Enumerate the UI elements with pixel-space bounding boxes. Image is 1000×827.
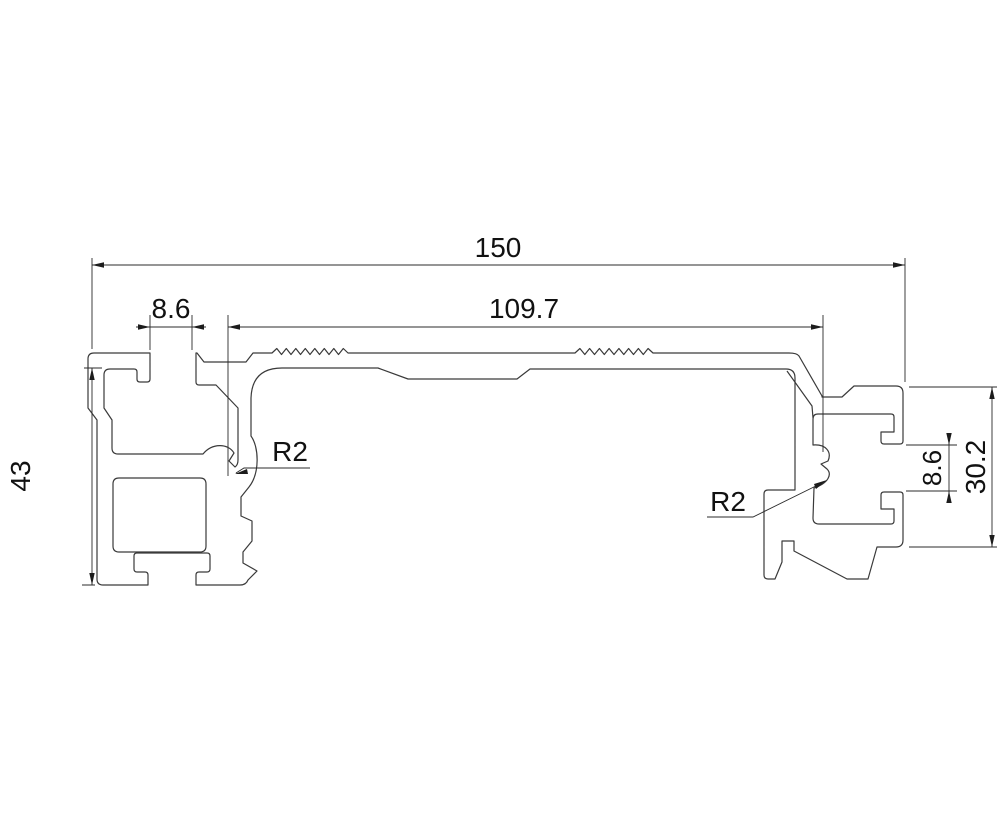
extension-lines — [227, 315, 824, 476]
radius-label-left: R2 — [272, 436, 308, 467]
extension-lines — [909, 386, 997, 548]
dim-label-right-height: 30.2 — [960, 440, 991, 495]
extension-lines — [91, 258, 906, 382]
profile-geometry — [87, 347, 904, 586]
dim-label-top-slot: 8.6 — [152, 293, 191, 324]
dim-label-right-slot: 8.6 — [917, 450, 947, 486]
arrowhead-right — [893, 262, 905, 268]
arrowhead-bottom — [89, 573, 95, 585]
arrowhead-right — [811, 324, 823, 330]
arrowhead-top — [89, 368, 95, 380]
arrowhead-bottom — [989, 535, 995, 547]
radius-label-right: R2 — [710, 486, 746, 517]
arrowhead-left — [228, 324, 240, 330]
dim-right-height: 30.2 — [909, 386, 997, 548]
dim-boss-spacing: 109.7 — [227, 293, 824, 476]
extrusion-outline — [87, 347, 904, 586]
arrowhead-left — [138, 324, 150, 330]
leader-line — [707, 480, 827, 518]
callout-radius-left: R2 — [235, 436, 310, 474]
extension-lines — [82, 367, 102, 586]
arrowhead-bottom — [946, 491, 952, 503]
left-lower-chamber-cavity — [112, 477, 207, 553]
callout-radius-right: R2 — [707, 480, 827, 518]
dim-label-left-height: 43 — [5, 460, 36, 491]
dim-overall-width: 150 — [91, 232, 906, 382]
arrowhead-left — [92, 262, 104, 268]
dim-label-boss-spacing: 109.7 — [489, 293, 559, 324]
dim-top-slot: 8.6 — [136, 293, 206, 350]
dim-label-overall-width: 150 — [475, 232, 522, 263]
arrowhead-top — [989, 387, 995, 399]
arrowhead — [814, 480, 827, 489]
arrowhead-top — [946, 433, 952, 445]
dim-right-slot: 8.6 — [906, 433, 957, 503]
arrowhead-right — [192, 324, 204, 330]
right-cavity-roof-line — [786, 370, 814, 419]
leader-line — [235, 467, 310, 474]
dim-left-height: 43 — [5, 367, 102, 586]
arrowhead — [235, 469, 248, 474]
